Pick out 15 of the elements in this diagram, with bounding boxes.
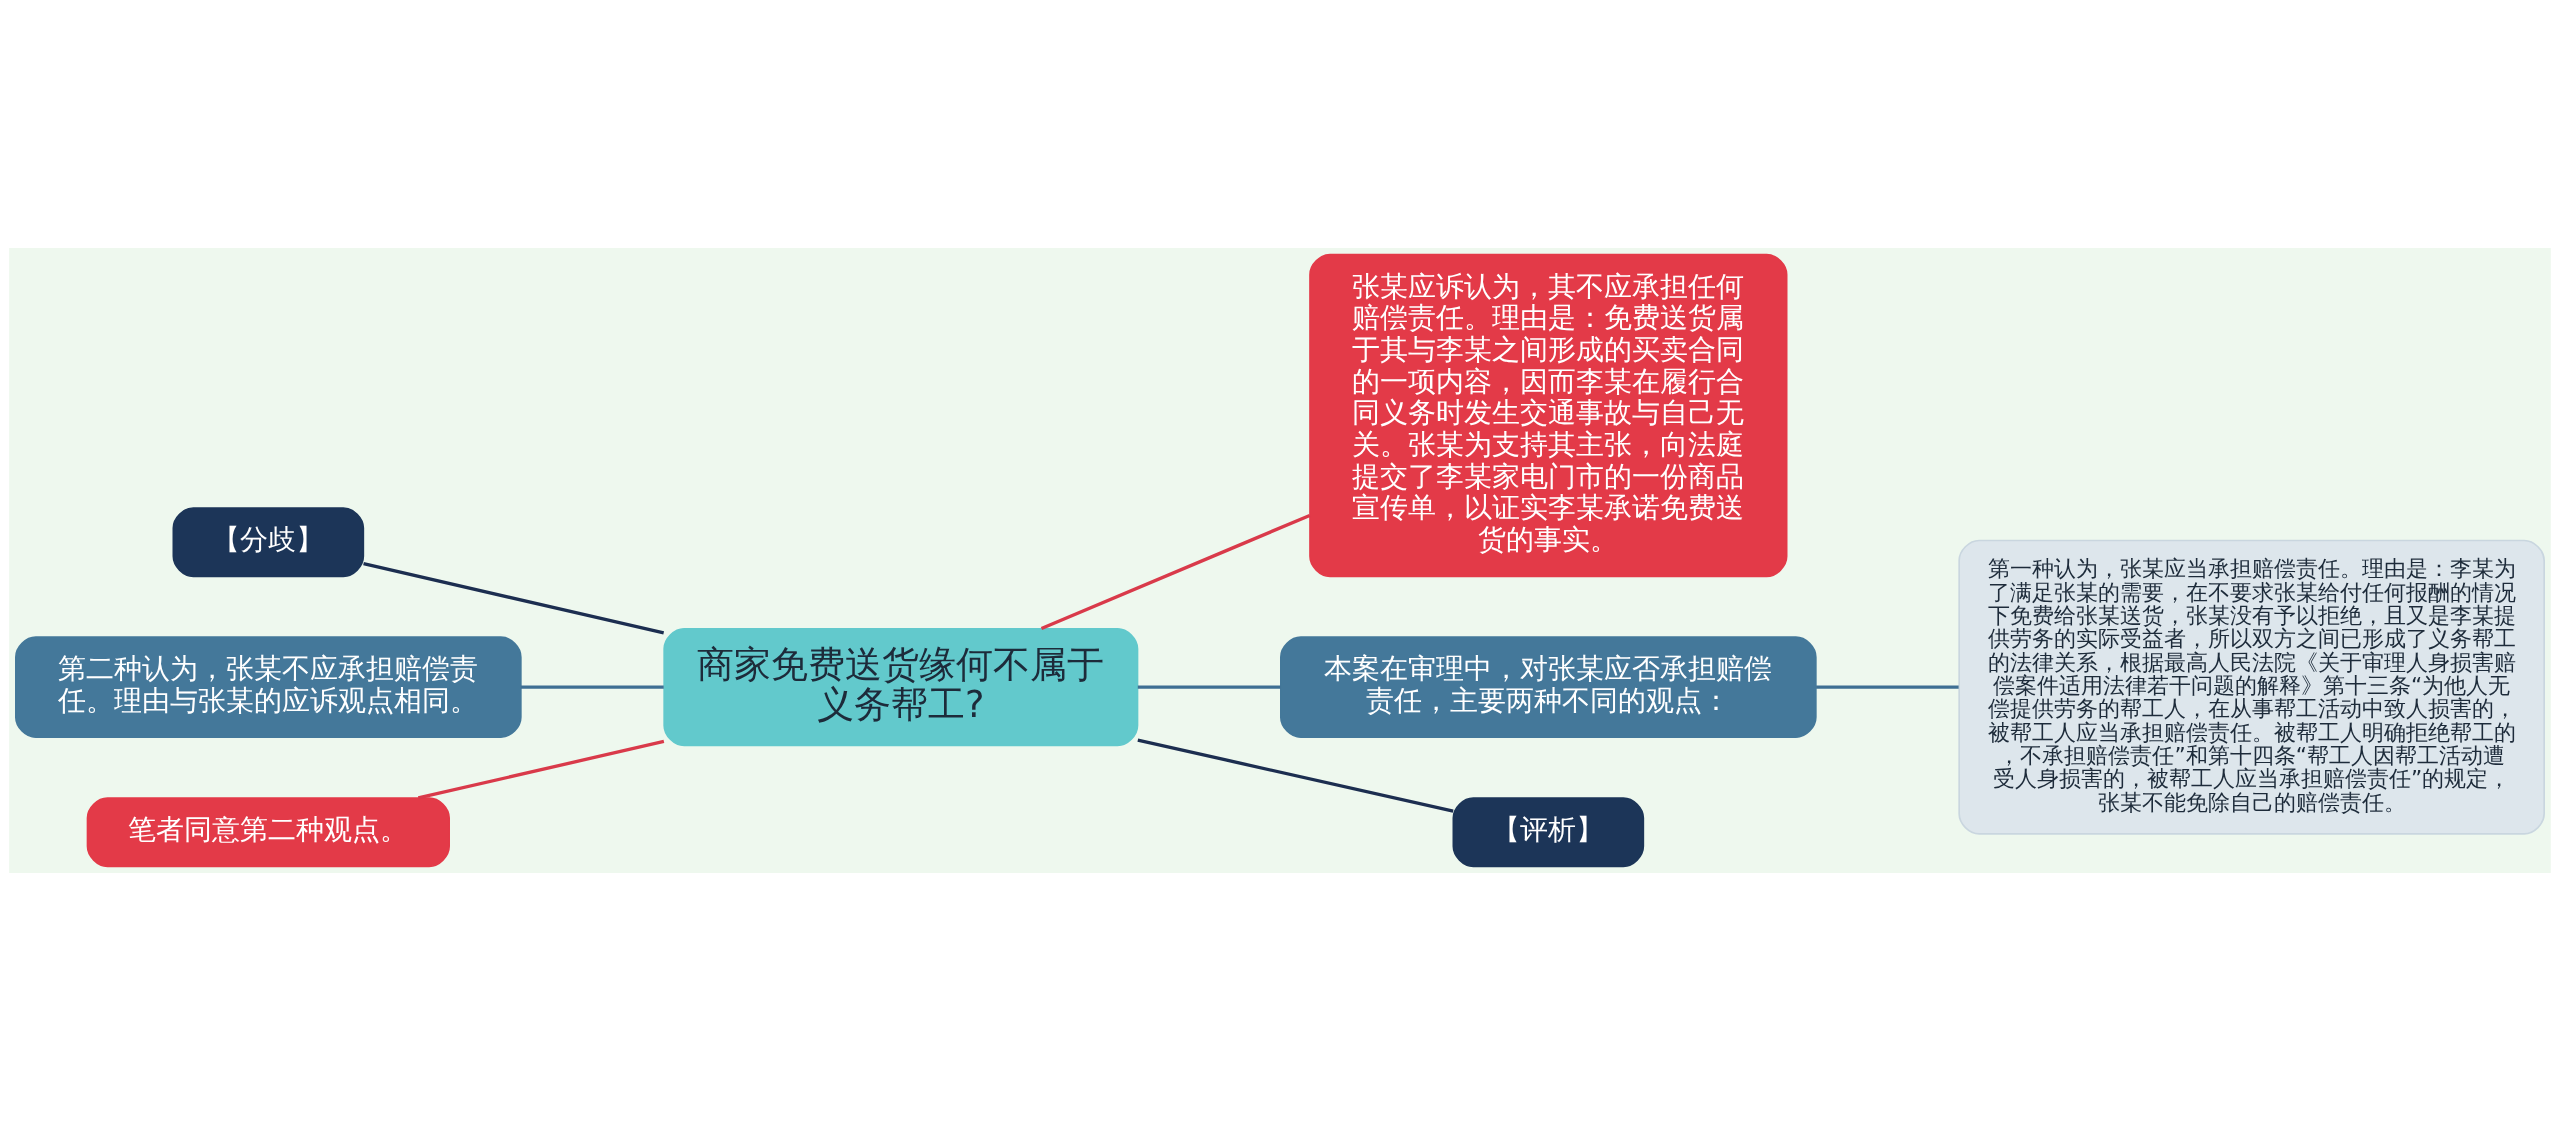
connector: [1816, 685, 1959, 689]
connector: [417, 739, 665, 800]
connector: [520, 685, 664, 689]
node-box: 商家免费送货缘何不属于义务帮工?: [663, 628, 1139, 747]
connector: [363, 562, 665, 635]
connector: [1040, 513, 1311, 631]
node-box: 第一种认为，张某应当承担赔偿责任。理由是：李某为了满足张某的需要，在不要求张某给付任何报酬的情况下免费给张某送货，张某没有予以拒绝，且又是李某提供劳务的实际受益者，所以双方之间已形成了义务帮工的法律关系，根据最高人民法院《关于审理人身损害赔偿案件适用法律若干问题的解释》第十三条“为他人无偿提供劳务的帮工人，在从事帮工活动中致人损害的，被帮工人应当承担赔偿责任。被帮工人明确拒绝帮工的，不承担赔偿责任”和第十四条“帮工人因帮工活动遭受人身损害的，被帮工人应当承担赔偿责任”的规定，张某不能免除自己的赔偿责任。: [1958, 539, 2545, 835]
connector: [1137, 738, 1454, 813]
node-box: 张某应诉认为，其不应承担任何赔偿责任。理由是：免费送货属于其与李某之间形成的买卖合同的一项内容，因而李某在履行合同义务时发生交通事故与自己无关。张某为支持其主张，向法庭提交了李某家电门市的一份商品宣传单，以证实李某承诺免费送货的事实。: [1309, 253, 1788, 578]
node-box: 本案在审理中，对张某应否承担赔偿责任，主要两种不同的观点：: [1280, 636, 1817, 738]
node-box: 【评析】: [1452, 797, 1645, 868]
connector: [1137, 685, 1281, 689]
node-box: 笔者同意第二种观点。: [86, 797, 450, 868]
node-box: 第二种认为，张某不应承担赔偿责任。理由与张某的应诉观点相同。: [15, 636, 522, 738]
node-box: 【分歧】: [172, 507, 365, 578]
